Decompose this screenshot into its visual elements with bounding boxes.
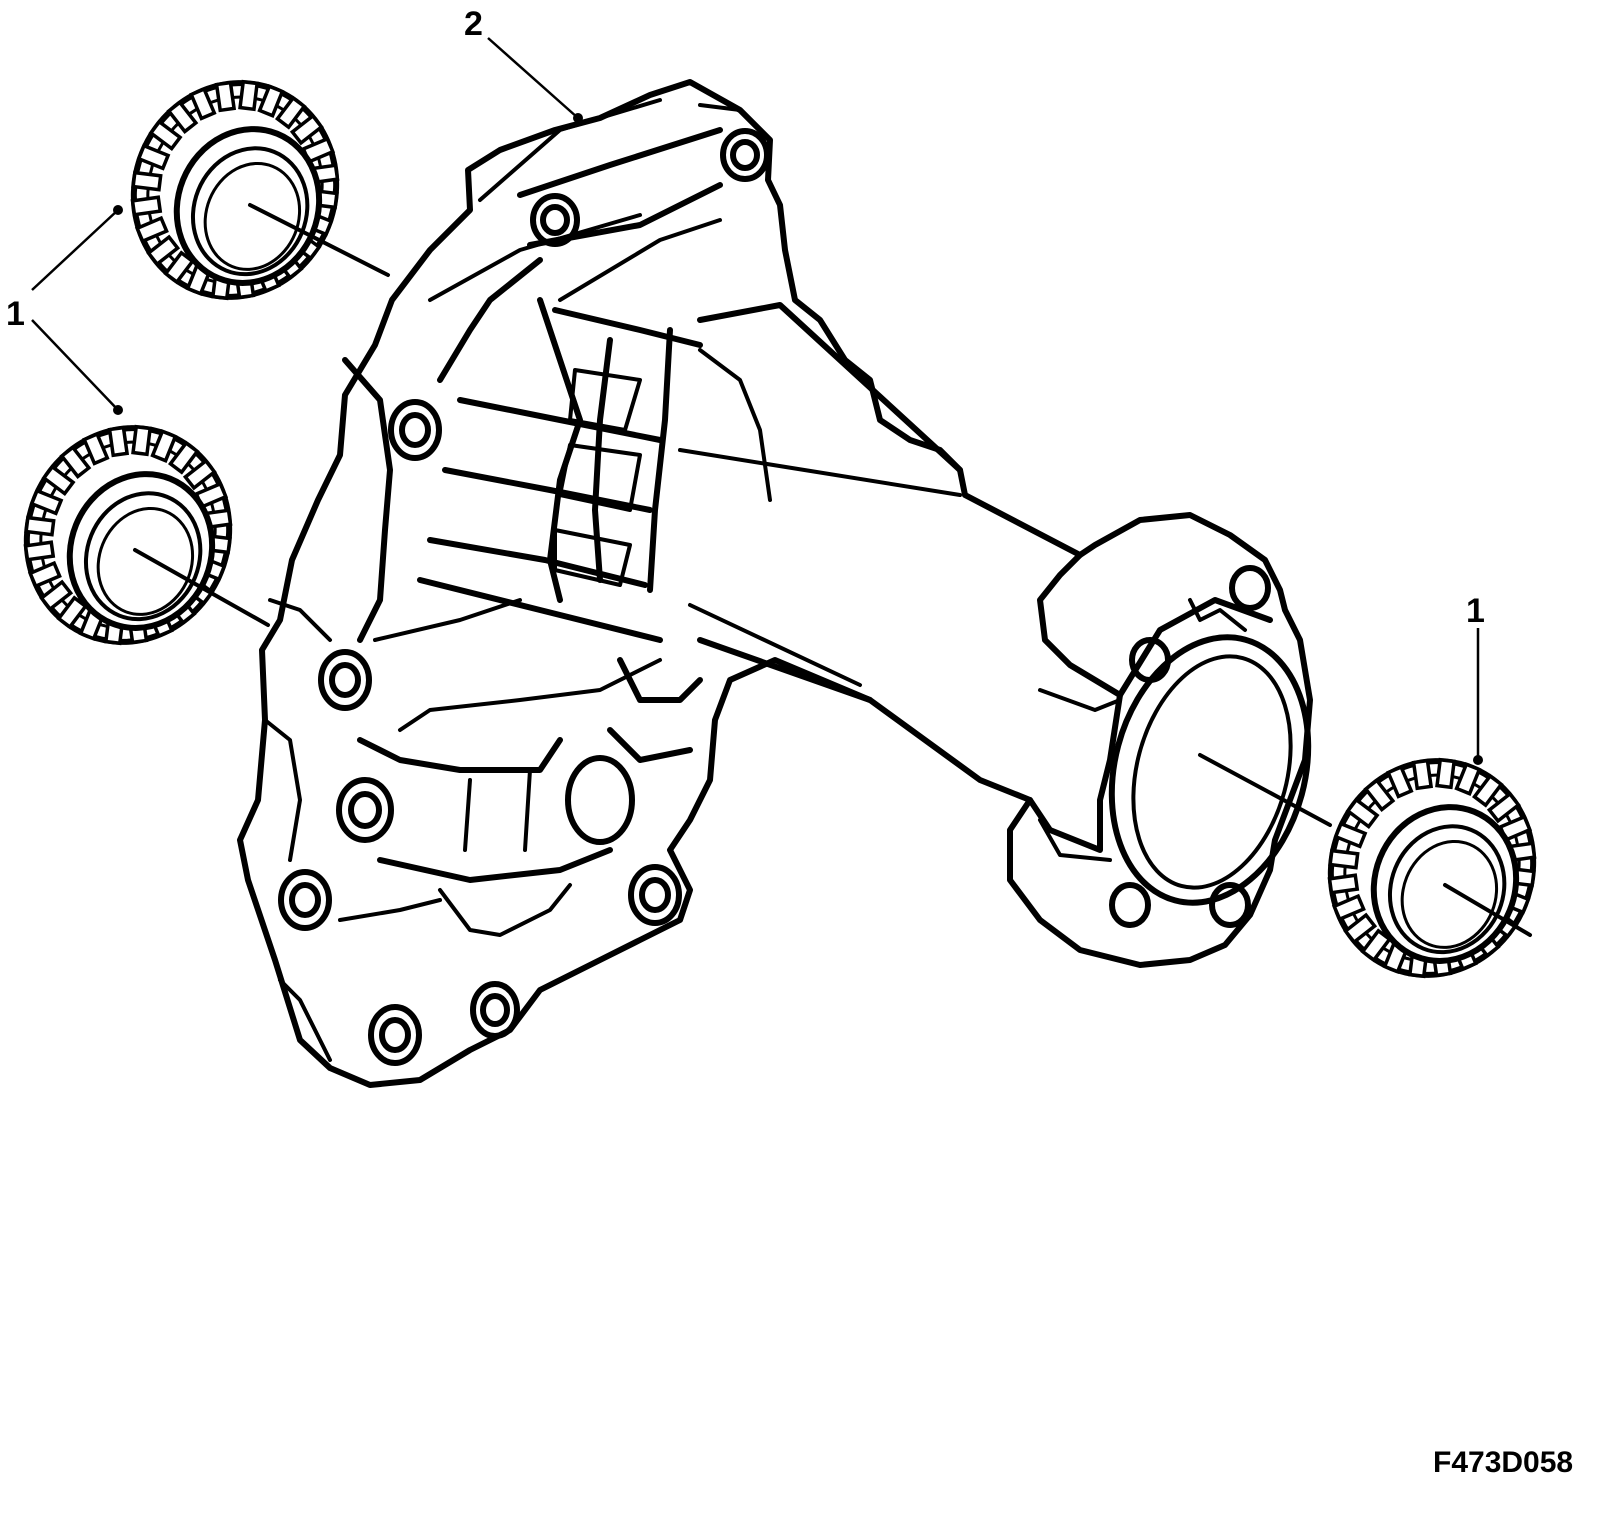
bearing-axis-top-left [248,203,390,277]
differential-housing [237,79,1313,1088]
bearing-axis-right-tail [1443,883,1532,937]
bearing-axis-right [1198,753,1332,827]
callout-leaders [31,37,1483,765]
figure-code: F473D058 [1433,1446,1573,1479]
bearing-middle-left [0,396,262,674]
bearing-right [1298,729,1567,1007]
bearing-axis-middle-left [133,548,270,627]
callout-label-bearing-right: 1 [1466,592,1485,630]
callout-label-bearing-left: 1 [6,295,25,333]
bearing-top-left [101,51,370,329]
callout-label-housing: 2 [464,5,483,43]
